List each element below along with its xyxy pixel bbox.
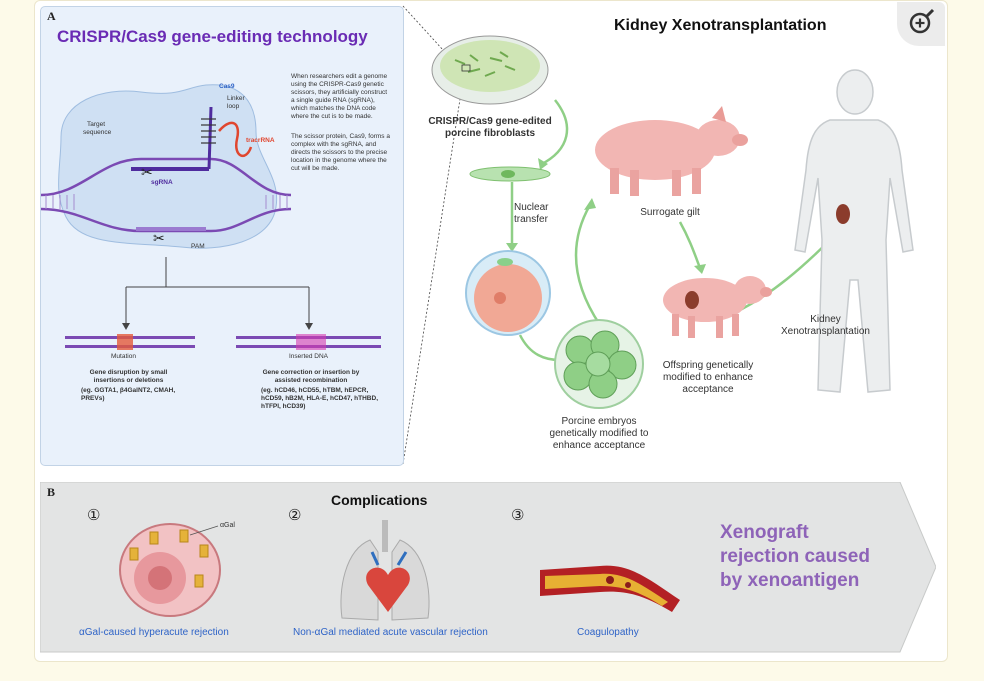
crispr-complex-illustration: ✂ ✂	[41, 84, 291, 249]
outcome-left-title: Gene disruption by small insertions or d…	[89, 369, 168, 384]
dna-insertion-illustration	[236, 334, 381, 350]
complication-2-number: ②	[288, 507, 302, 524]
nuclear-transfer-label: Nuclear transfer	[514, 202, 549, 225]
panel-a: A CRISPR/Cas9 gene-editing technology ✂ …	[40, 6, 404, 466]
mutation-label: Mutation	[111, 353, 136, 360]
loop-label: loop	[227, 103, 240, 110]
hyperacute-rejection-cell-icon	[119, 523, 221, 617]
panel-b-background	[40, 482, 936, 653]
tracrrna-label: tracrRNA	[246, 137, 275, 144]
linker-label: Linker	[227, 95, 245, 102]
panel-a-letter: A	[47, 9, 56, 23]
offspring-pig-icon	[663, 276, 772, 338]
scissors-icon: ✂	[153, 230, 165, 246]
outcome-right-examples: (eg. hCD46, hCD55, hTBM, hEPCR, hCD59, h…	[261, 387, 379, 410]
dna-mutation-illustration	[65, 334, 195, 350]
offspring-label: Offspring genetically modified to enhanc…	[662, 360, 754, 395]
embryos-label: Porcine embryos genetically modified to …	[549, 416, 649, 451]
zoom-in-icon	[909, 8, 935, 34]
surrogate-pig-icon	[595, 106, 748, 196]
target-label: Target	[87, 121, 106, 128]
outcome-right-title: Gene correction or insertion by assisted…	[262, 369, 360, 384]
panel-a-title: CRISPR/Cas9 gene-editing technology	[57, 27, 368, 46]
blood-vessel-clot-icon	[540, 565, 680, 612]
embryo-icon	[554, 319, 644, 409]
lungs-heart-icon	[340, 520, 430, 621]
kidney-title: Kidney Xenotransplantation	[614, 17, 827, 34]
panel-b-letter: B	[47, 485, 56, 499]
complication-3-label: Coagulopathy	[577, 627, 639, 638]
conclusion-text: Xenograft rejection caused by xenoantige…	[720, 522, 870, 591]
outcome-left-examples: (eg. GGTA1, β4GalNT2, CMAH, PREVs)	[81, 387, 176, 402]
tracrrna-loop	[218, 121, 253, 158]
arrow-surrogate-to-offspring	[678, 221, 702, 269]
kidney-organ-icon	[836, 204, 850, 224]
complication-3-number: ③	[511, 507, 525, 524]
cas9-label: Cas9	[219, 83, 235, 90]
agal-label: αGal	[220, 522, 235, 529]
complications-title: Complications	[331, 492, 428, 508]
inserted-dna-label: Inserted DNA	[289, 353, 329, 360]
sequence-label: sequence	[83, 129, 112, 136]
sgrna-strand	[131, 167, 209, 171]
crispr-description-2: The scissor protein, Cas9, forms a compl…	[291, 133, 390, 172]
complication-1-label: αGal-caused hyperacute rejection	[79, 627, 229, 638]
arrow-embryo-to-surrogate	[574, 204, 602, 326]
fibroblasts-label: CRISPR/Cas9 gene-edited porcine fibrobla…	[428, 116, 552, 139]
complication-1-number: ①	[87, 507, 101, 524]
sgrna-label: sgRNA	[151, 179, 173, 186]
surrogate-label: Surrogate gilt	[640, 207, 700, 218]
pam-label: PAM	[191, 243, 205, 250]
arrow-dish-to-cell	[539, 99, 569, 167]
complication-2-label: Non-αGal mediated acute vascular rejecti…	[293, 627, 488, 638]
human-body-icon	[794, 69, 914, 393]
petri-dish-icon	[431, 35, 549, 105]
pam-site	[136, 227, 206, 231]
scissors-icon: ✂	[141, 164, 153, 180]
crispr-description-1: When researchers edit a genome using the…	[291, 73, 388, 120]
kidney-xeno-label: Kidney Xenotransplantation	[781, 314, 870, 337]
oocyte-icon	[465, 250, 551, 336]
zoom-button[interactable]	[897, 2, 945, 46]
branch-arrows	[122, 257, 313, 330]
